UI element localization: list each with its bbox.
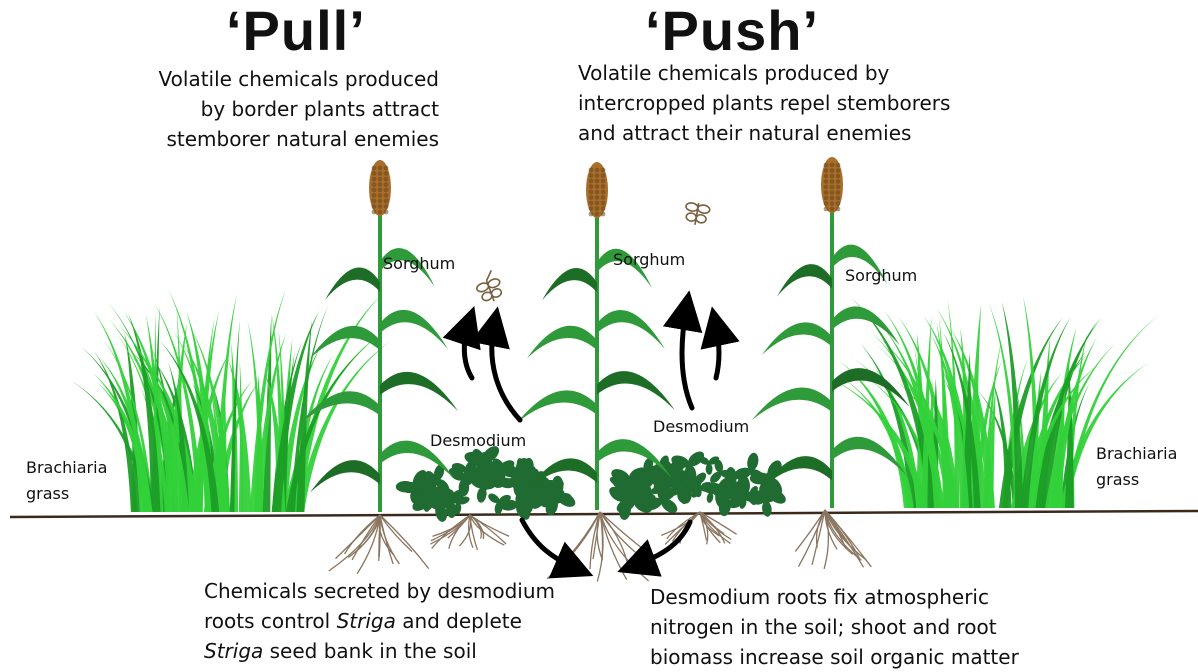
pull-description-line: Volatile chemicals produced (159, 64, 439, 94)
sorghum-stalk (830, 210, 834, 508)
brachiaria-label-line: grass (1096, 467, 1177, 493)
striga-term: Striga (204, 639, 263, 663)
sorghum-leaf (517, 390, 597, 422)
caption-text: and deplete (396, 609, 522, 633)
caption-line: Striga seed bank in the soil (204, 636, 555, 666)
sorghum-label-right: Sorghum (845, 266, 917, 285)
root-strand (336, 515, 380, 559)
push-description-line: Volatile chemicals produced by (578, 58, 950, 88)
brachiaria-label-left: Brachiaria grass (26, 455, 107, 507)
caption-line: Desmodium roots fix atmospheric (650, 582, 1019, 612)
sorghum-leaf (832, 306, 900, 345)
pull-description-line: by border plants attract (159, 94, 439, 124)
sorghum-seed-head (821, 157, 843, 213)
sorghum-leaf (527, 326, 597, 358)
sorghum-leaf (832, 368, 910, 407)
brachiaria-label-line: Brachiaria (1096, 441, 1177, 467)
sorghum-stalk (595, 215, 599, 510)
sorghum-leaf (762, 322, 832, 354)
sorghum-label-left: Sorghum (383, 254, 455, 273)
desmodium-label-right: Desmodium (653, 417, 749, 436)
caption-line: Chemicals secreted by desmodium (204, 576, 555, 606)
brachiaria-label-line: Brachiaria (26, 455, 107, 481)
striga-control-caption: Chemicals secreted by desmodium roots co… (204, 576, 555, 666)
caption-text: roots control (204, 609, 337, 633)
sorghum-seed-head (586, 162, 608, 218)
roots (329, 510, 872, 581)
push-description-line: intercropped plants repel stemborers (578, 88, 950, 118)
sorghum-plant-left (300, 160, 458, 512)
sorghum-label-middle: Sorghum (613, 250, 685, 269)
sorghum-leaf (597, 371, 675, 410)
insect-icon-right (683, 201, 710, 227)
brachiaria-label-right: Brachiaria grass (1096, 441, 1177, 493)
sorghum-leaf (542, 268, 597, 300)
striga-term: Striga (337, 609, 396, 633)
pull-description: Volatile chemicals produced by border pl… (159, 64, 439, 154)
nitrogen-fixation-caption: Desmodium roots fix atmospheric nitrogen… (650, 582, 1019, 672)
caption-line: biomass increase soil organic matter (650, 642, 1019, 672)
sorghum-stalk (378, 213, 382, 512)
volatile-arrows-right (682, 310, 719, 408)
sorghum-leaf (380, 310, 448, 349)
sorghum-seed-head (369, 160, 391, 216)
caption-text: seed bank in the soil (263, 639, 477, 663)
sorghum-leaf (777, 264, 832, 296)
sorghum-leaf (597, 310, 665, 349)
sorghum-plant-right (752, 157, 910, 508)
root-strand (470, 515, 506, 544)
push-description-line: and attract their natural enemies (578, 118, 950, 148)
root-strand (665, 512, 700, 544)
volatile-arrows-left (464, 325, 520, 420)
sorghum-leaf (380, 372, 458, 411)
insect-icon-left (473, 269, 506, 305)
sorghum-plant-middle (517, 162, 675, 510)
brachiaria-label-line: grass (26, 481, 107, 507)
caption-line: roots control Striga and deplete (204, 606, 555, 636)
sorghum-leaf (752, 388, 832, 420)
pull-title: ‘Pull’ (226, 0, 366, 63)
desmodium-label-left: Desmodium (430, 431, 526, 450)
pull-description-line: stemborer natural enemies (159, 124, 439, 154)
push-title: ‘Push’ (645, 0, 819, 63)
caption-line: nitrogen in the soil; shoot and root (650, 612, 1019, 642)
root-strand (799, 510, 825, 567)
sorghum-leaf (325, 267, 380, 299)
sorghum-leaf (310, 460, 380, 492)
push-description: Volatile chemicals produced by intercrop… (578, 58, 950, 148)
